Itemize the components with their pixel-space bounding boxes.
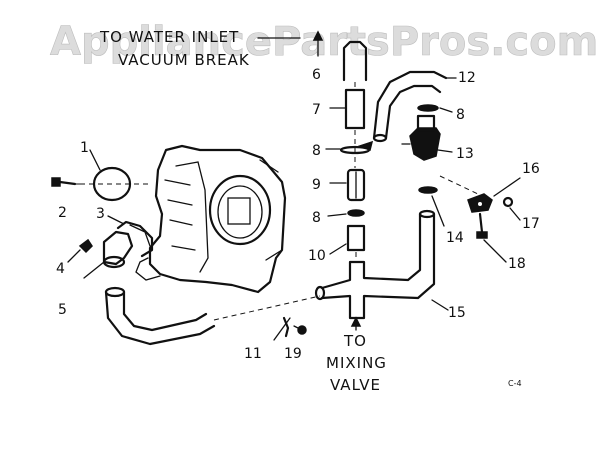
part-8-clamp-right	[417, 104, 439, 112]
caption-mixing: MIXING	[326, 354, 387, 372]
part-19-screw	[293, 325, 307, 335]
part-12-curved-hose	[372, 70, 448, 143]
part-8-clamp-upper	[339, 130, 374, 168]
callout-8-upper: 8	[312, 143, 321, 159]
callout-2: 2	[58, 205, 67, 221]
callout-8-middle: 8	[312, 210, 321, 226]
callout-1: 1	[80, 140, 89, 156]
callout-11: 11	[244, 346, 262, 362]
part-18-screw	[476, 212, 488, 239]
callout-4: 4	[56, 261, 65, 277]
part-17-nut	[502, 196, 514, 208]
page-code: C-4	[508, 379, 522, 388]
part-3-inlet-fitting	[107, 215, 154, 258]
callout-6: 6	[312, 67, 321, 83]
callout-13: 13	[456, 146, 474, 162]
part-9-connector	[346, 168, 366, 202]
caption-to: TO	[343, 332, 367, 350]
part-5-elbow	[83, 230, 134, 279]
part-16-bracket	[467, 193, 493, 213]
caption-vacuum-break: VACUUM BREAK	[118, 51, 250, 69]
callout-3: 3	[96, 206, 105, 222]
callout-10: 10	[308, 248, 326, 264]
callout-14: 14	[446, 230, 464, 246]
caption-valve: VALVE	[330, 376, 381, 394]
callout-8-right: 8	[456, 107, 465, 123]
part-11-clip	[282, 316, 290, 338]
callout-18: 18	[508, 256, 526, 272]
part-2-screw	[51, 177, 85, 187]
part-15-tee-hose	[314, 209, 436, 331]
callout-7: 7	[312, 102, 321, 118]
tub-housing	[129, 144, 287, 294]
lower-hose	[104, 286, 321, 346]
part-8-clamp-middle	[347, 209, 365, 217]
watermark-text: AppliancePartsPros.com	[50, 19, 598, 65]
part-14-clamp	[418, 175, 479, 195]
callout-17: 17	[522, 216, 540, 232]
part-6-upper-tube	[312, 30, 368, 90]
callout-19: 19	[284, 346, 302, 362]
callout-16: 16	[522, 161, 540, 177]
part-10-hose-section	[346, 224, 366, 262]
leader-lines	[273, 77, 521, 341]
part-13-valve	[401, 114, 441, 161]
part-4-clip	[67, 238, 93, 263]
part-1-gasket	[80, 149, 150, 202]
caption-water-inlet: TO WATER INLET	[99, 28, 239, 46]
part-7-hose-section	[344, 88, 366, 130]
callout-12: 12	[458, 70, 476, 86]
callout-5: 5	[58, 302, 67, 318]
callout-15: 15	[448, 305, 466, 321]
callout-9: 9	[312, 177, 321, 193]
